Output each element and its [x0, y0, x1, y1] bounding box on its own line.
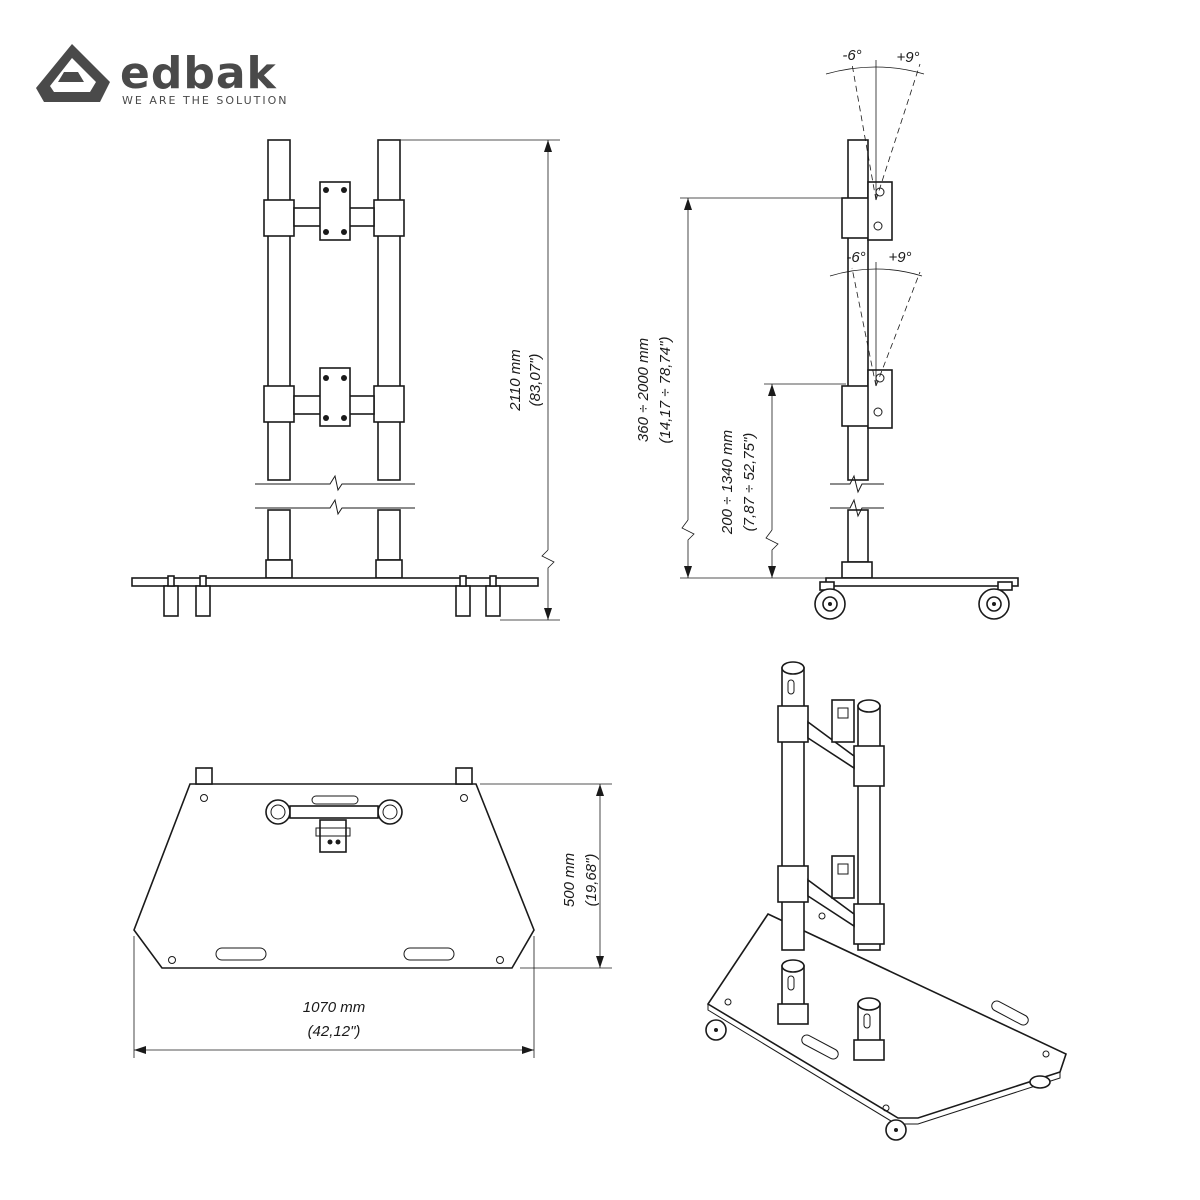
- top-depth-in: (19,68"): [583, 854, 600, 907]
- caster: [163, 575, 179, 617]
- caster-wheel: [705, 1019, 727, 1041]
- range-small-mm: 200 ÷ 1340 mm: [719, 430, 736, 535]
- front-view: 2110 mm (83,07"): [131, 139, 560, 621]
- caster: [455, 575, 471, 617]
- brand-tagline: WE ARE THE SOLUTION: [122, 94, 289, 107]
- brand-logo: edbak WE ARE THE SOLUTION: [36, 44, 289, 107]
- upper-tilt-minus: -6°: [842, 47, 861, 64]
- caster: [195, 575, 211, 617]
- brand-mark-icon: [36, 44, 110, 102]
- range-small-in: (7,87 ÷ 52,75"): [741, 433, 758, 532]
- top-width-mm: 1070 mm: [303, 999, 366, 1016]
- upper-tilt-plus: +9°: [896, 49, 919, 66]
- lower-tilt-minus: -6°: [846, 249, 865, 266]
- front-height-in: (83,07"): [527, 354, 544, 407]
- caster: [485, 575, 501, 617]
- brand-name: edbak: [120, 48, 278, 99]
- caster-wheel: [814, 581, 846, 620]
- caster-wheel: [1029, 1075, 1051, 1089]
- top-depth-mm: 500 mm: [561, 853, 578, 907]
- top-width-in: (42,12"): [308, 1023, 361, 1040]
- caster-wheel: [978, 581, 1013, 620]
- top-view: 500 mm (19,68") 1070 mm (42,12"): [133, 767, 612, 1058]
- lower-tilt-plus: +9°: [888, 249, 911, 266]
- isometric-view: [705, 661, 1067, 1141]
- side-view: -6° +9° -6° +9° 360 ÷ 2000 mm (14,17 ÷ 7…: [635, 47, 1019, 620]
- caster-wheel: [885, 1119, 907, 1141]
- range-large-mm: 360 ÷ 2000 mm: [635, 338, 652, 442]
- range-large-in: (14,17 ÷ 78,74"): [657, 337, 674, 444]
- front-height-mm: 2110 mm: [507, 349, 524, 411]
